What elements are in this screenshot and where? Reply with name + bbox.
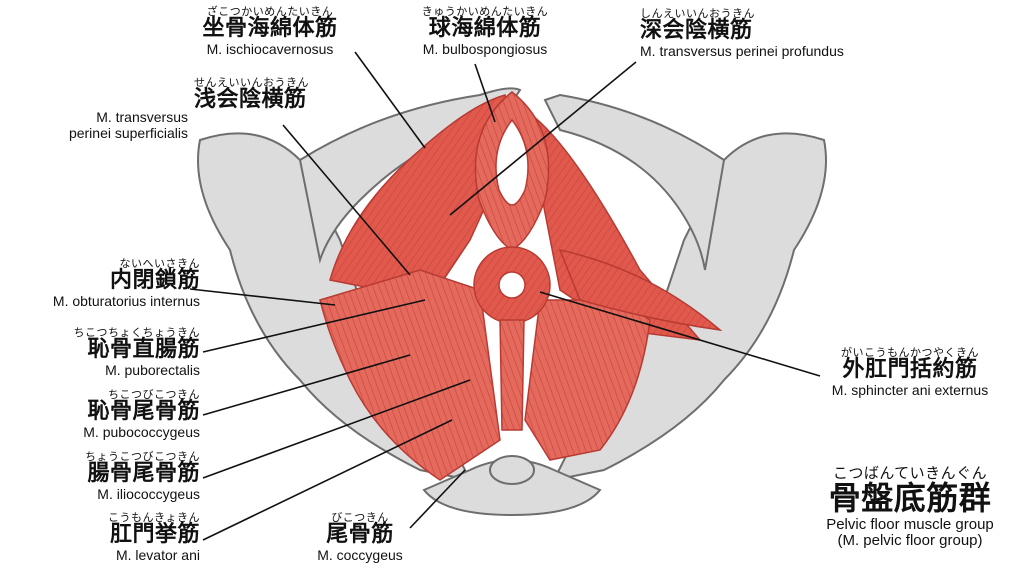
latin: M. ischiocavernosus <box>206 41 334 57</box>
ruby: ちこつびこつきん <box>108 388 200 401</box>
kanji: 肛門挙筋 <box>109 522 200 547</box>
kanji: 外肛門括約筋 <box>842 357 978 382</box>
pelvic-muscles <box>319 91 723 481</box>
latin: M. obturatorius internus <box>52 293 200 309</box>
kanji: 腸骨尾骨筋 <box>87 461 200 486</box>
kanji: 内閉鎖筋 <box>109 268 200 293</box>
title-latin: Pelvic floor muscle group <box>826 516 994 533</box>
ruby: ないへいさきん <box>119 257 200 270</box>
leader-lines <box>189 51 821 541</box>
label-pubococcygeus: ちこつびこつきん 恥骨尾骨筋 M. pubococcygeus <box>0 389 200 439</box>
label-transversus-superficialis-latin: M. transversus perinei superficialis <box>0 108 188 140</box>
label-obturatorius-internus: ないへいさきん 内閉鎖筋 M. obturatorius internus <box>0 258 200 308</box>
ruby: がいこうもんかつやくきん <box>841 346 979 359</box>
title-ruby: こつばんていきんぐん <box>832 464 988 482</box>
kanji: 坐骨海綿体筋 <box>202 16 338 41</box>
label-iliococcygeus: ちょうこつびこつきん 腸骨尾骨筋 M. iliococcygeus <box>0 451 200 501</box>
ruby: こうもんきょきん <box>108 511 200 524</box>
ruby: びこつきん <box>331 511 389 524</box>
latin: M. bulbospongiosus <box>422 41 548 57</box>
label-transversus-perinei-profundus: しんえいいんおうきん 深会陰横筋 M. transversus perinei … <box>640 8 900 58</box>
title-kanji: 骨盤底筋群 <box>828 479 992 517</box>
label-transversus-superficialis-jp: せんえいいんおうきん 浅会陰横筋 <box>194 77 344 111</box>
latin: M. transversus perinei profundus <box>640 43 844 59</box>
kanji: 恥骨直腸筋 <box>87 337 200 362</box>
latin: M. puborectalis <box>105 362 200 378</box>
ruby: ちょうこつびこつきん <box>85 450 200 463</box>
latin: perinei superficialis <box>68 125 188 141</box>
label-puborectalis: ちこつちょくちょうきん 恥骨直腸筋 M. puborectalis <box>0 326 201 378</box>
latin: M. transversus <box>96 109 188 125</box>
kanji: 球海綿体筋 <box>428 16 542 41</box>
latin: M. levator ani <box>115 547 200 563</box>
kanji: 恥骨尾骨筋 <box>87 399 200 424</box>
ruby: ざこつかいめんたいきん <box>206 5 334 18</box>
label-sphincter-ani-externus: がいこうもんかつやくきん 外肛門括約筋 M. sphincter ani ext… <box>810 347 1010 397</box>
latin: M. pubococcygeus <box>83 424 200 440</box>
ruby: しんえいいんおうきん <box>640 7 755 20</box>
kanji: 深会陰横筋 <box>640 18 753 43</box>
label-coccygeus: びこつきん 尾骨筋 M. coccygeus <box>300 512 420 562</box>
diagram-title: こつばんていきんぐん 骨盤底筋群 Pelvic floor muscle gro… <box>800 464 1020 549</box>
ruby: ちこつちょくちょうきん <box>73 326 200 339</box>
label-bulbospongiosus: きゅうかいめんたいきん 球海綿体筋 M. bulbospongiosus <box>405 6 565 56</box>
ruby: せんえいいんおうきん <box>194 76 309 89</box>
latin: M. sphincter ani externus <box>831 382 989 398</box>
ruby: きゅうかいめんたいきん <box>421 5 549 18</box>
label-levator-ani: こうもんきょきん 肛門挙筋 M. levator ani <box>0 512 200 562</box>
label-ischiocavernosus: ざこつかいめんたいきん 坐骨海綿体筋 M. ischiocavernosus <box>180 6 360 56</box>
latin: M. coccygeus <box>317 547 403 563</box>
title-latin-alt: (M. pelvic floor group) <box>837 532 983 549</box>
kanji: 尾骨筋 <box>326 522 394 547</box>
latin: M. iliococcygeus <box>97 486 200 502</box>
kanji: 浅会陰横筋 <box>194 87 307 112</box>
